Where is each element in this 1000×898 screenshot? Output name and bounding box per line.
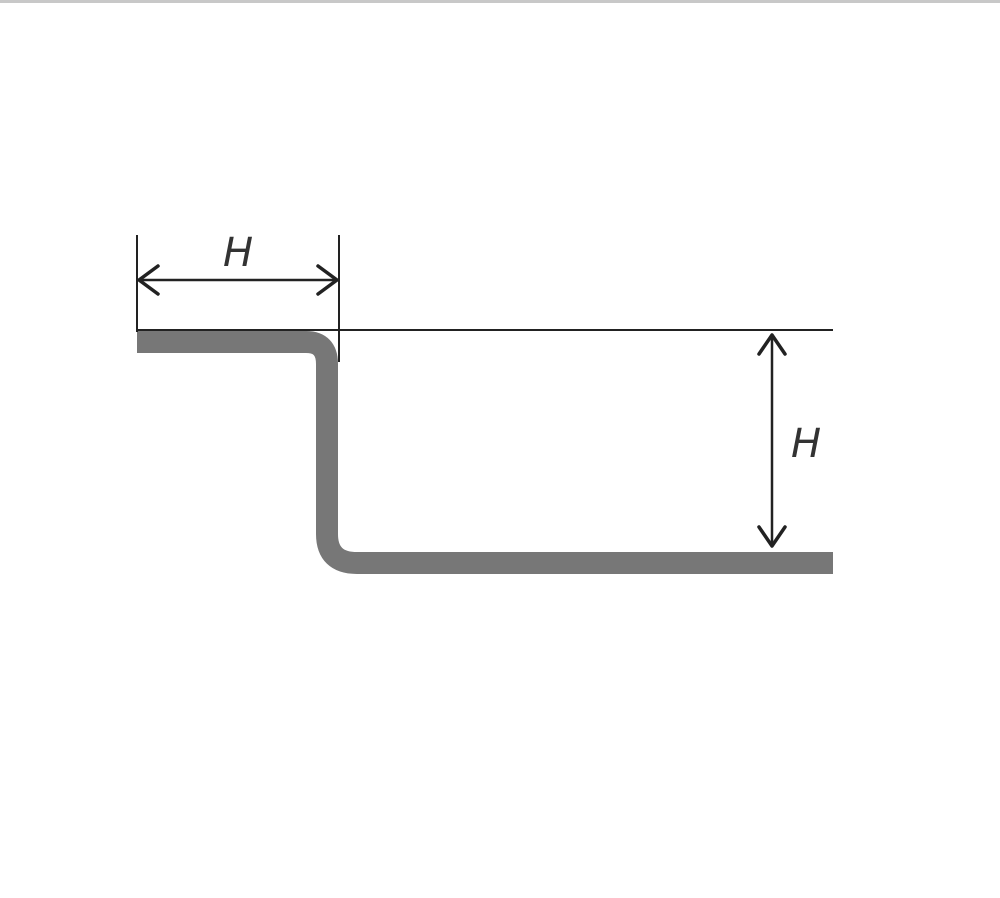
vertical-dimension-label: H: [791, 421, 821, 467]
horizontal-dimension-label: H: [223, 230, 253, 276]
horizontal-dimension-arrow: [137, 264, 339, 296]
top-border: [0, 0, 1000, 3]
vertical-dimension-arrow: [757, 333, 787, 548]
bent-profile: [137, 331, 833, 574]
